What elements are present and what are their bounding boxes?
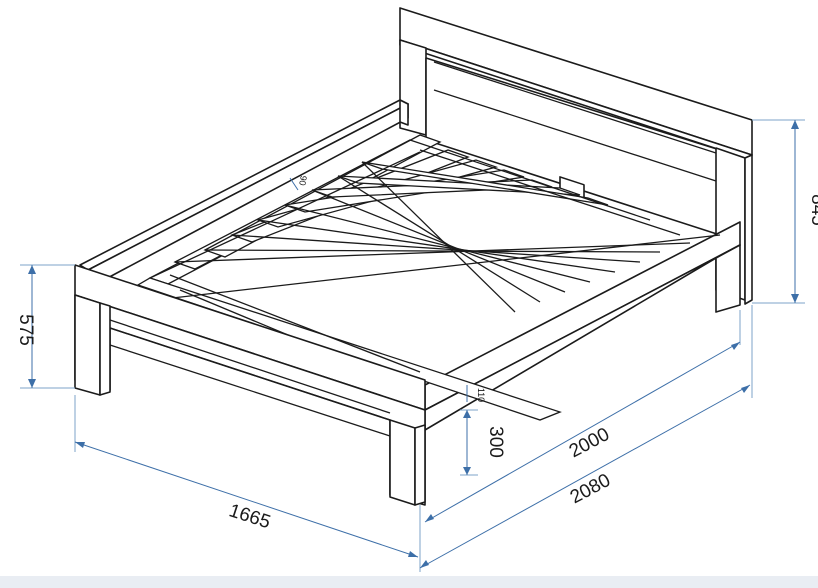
dim-length-inner-label: 2000 <box>566 424 613 462</box>
dim-width-label: 1665 <box>226 500 273 533</box>
dim-clearance: 300 <box>460 409 506 476</box>
slats <box>136 134 721 421</box>
right-side-rail <box>424 221 741 431</box>
dim-headboard-height-label: 845 <box>807 194 818 226</box>
bottom-strip <box>0 576 818 588</box>
dim-slat-gap-label: 110 <box>476 388 486 402</box>
left-side-rail <box>79 99 409 283</box>
dim-small-gap-label: 90 <box>297 175 309 187</box>
dim-small-gap: 90 <box>289 175 309 191</box>
dim-width: 1665 <box>74 395 421 572</box>
dim-clearance-label: 300 <box>485 426 506 458</box>
dim-footboard-height-label: 575 <box>15 314 36 346</box>
footboard <box>74 264 426 506</box>
dim-length-outer-label: 2080 <box>567 470 614 508</box>
dim-footboard-height: 575 <box>15 264 75 389</box>
dim-slat-gap: 110 <box>466 385 486 402</box>
dim-headboard-height: 845 <box>752 119 818 304</box>
